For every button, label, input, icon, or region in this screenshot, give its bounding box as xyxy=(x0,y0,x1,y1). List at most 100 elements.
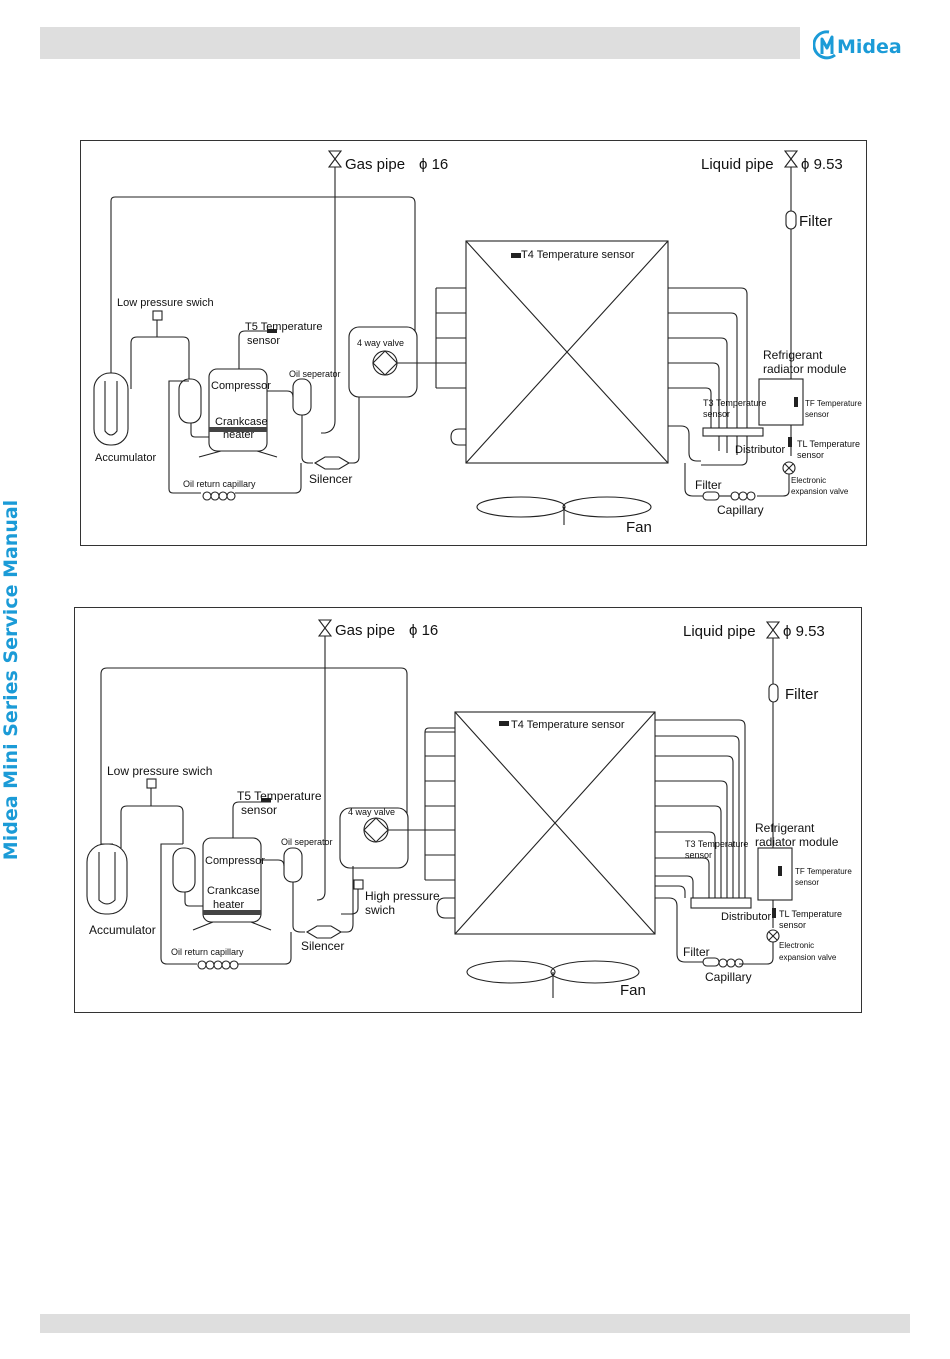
silencer-icon xyxy=(305,925,343,939)
tl-sensor-label-1: TL Temperature xyxy=(797,439,860,449)
four-way-valve-label: 4 way valve xyxy=(348,807,395,817)
low-pressure-switch-icon xyxy=(146,778,157,789)
liquid-valve-icon xyxy=(765,621,781,639)
fan-label: Fan xyxy=(620,982,646,999)
eev-label-1: Electronic xyxy=(779,941,814,950)
t3-sensor-label-2: sensor xyxy=(703,409,730,419)
high-pressure-label-2: swich xyxy=(365,903,395,917)
compressor-label: Compressor xyxy=(205,855,265,867)
oil-return-capillary-icon xyxy=(197,960,239,970)
crankcase-label-1: Crankcase xyxy=(207,885,260,897)
oil-separator-icon xyxy=(283,847,303,883)
t5-sensor-label-2: sensor xyxy=(247,335,280,347)
filter-bottom-icon xyxy=(702,491,720,501)
receiver-icon xyxy=(172,847,196,893)
filter-bottom-label: Filter xyxy=(695,478,722,492)
refrigerant-module-label-1: Refrigerant xyxy=(755,821,815,835)
fan-icon xyxy=(466,960,640,998)
four-way-valve-icon xyxy=(363,817,389,843)
liquid-pipe-size: ϕ 9.53 xyxy=(783,623,825,640)
header-bar xyxy=(40,27,800,59)
gas-pipe-size: ϕ 16 xyxy=(409,622,438,639)
fan-icon xyxy=(476,496,652,525)
tf-sensor-label-2: sensor xyxy=(805,410,829,419)
compressor-icon xyxy=(202,837,262,923)
capillary-icon xyxy=(730,491,756,501)
capillary-label: Capillary xyxy=(717,503,764,517)
eev-label-1: Electronic xyxy=(791,476,826,485)
eev-label-2: expansion valve xyxy=(791,487,849,496)
oil-return-label: Oil return capillary xyxy=(183,479,256,489)
liquid-pipe-size: ϕ 9.53 xyxy=(801,156,843,173)
crankcase-label-2: heater xyxy=(213,899,245,911)
t4-sensor-label: T4 Temperature sensor xyxy=(521,249,635,261)
high-pressure-switch-icon xyxy=(353,879,364,890)
accumulator-label: Accumulator xyxy=(89,923,156,937)
oil-return-label: Oil return capillary xyxy=(171,947,244,957)
expansion-valve-icon xyxy=(766,929,780,943)
silencer-label: Silencer xyxy=(309,472,352,486)
low-pressure-label: Low pressure swich xyxy=(117,297,214,309)
refrigerant-module-label-2: radiator module xyxy=(755,835,839,849)
silencer-label: Silencer xyxy=(301,939,344,953)
four-way-valve-label: 4 way valve xyxy=(357,338,404,348)
tf-sensor-label-1: TF Temperature xyxy=(805,399,862,408)
silencer-icon xyxy=(313,456,351,470)
crankcase-label-1: Crankcase xyxy=(215,416,268,428)
accumulator-label: Accumulator xyxy=(95,452,156,464)
filter-bottom-icon xyxy=(702,957,720,967)
liquid-pipe-label: Liquid pipe xyxy=(683,623,756,640)
filter-top-label: Filter xyxy=(799,213,832,230)
logo-text: Midea xyxy=(837,36,902,58)
t4-sensor-label: T4 Temperature sensor xyxy=(511,719,625,731)
capillary-icon xyxy=(718,958,744,968)
crankcase-heater xyxy=(203,910,261,915)
side-title: Midea Mini Series Service Manual xyxy=(0,499,22,861)
low-pressure-switch-icon xyxy=(152,310,163,321)
distributor-icon xyxy=(702,427,764,437)
distributor-label: Distributor xyxy=(735,444,785,456)
t5-sensor-label-1: T5 Temperature xyxy=(245,321,322,333)
midea-logo: Midea xyxy=(812,24,903,64)
eev-label-2: expansion valve xyxy=(779,953,837,962)
gas-pipe-label: Gas pipe xyxy=(335,622,395,639)
tf-sensor-label-1: TF Temperature xyxy=(795,867,852,876)
compressor-label: Compressor xyxy=(211,380,271,392)
t5-sensor-label-2: sensor xyxy=(241,803,277,817)
tl-sensor-label-1: TL Temperature xyxy=(779,909,842,919)
gas-valve-icon xyxy=(317,619,333,637)
low-pressure-label: Low pressure swich xyxy=(107,764,212,778)
refrigerant-module-label-1: Refrigerant xyxy=(763,348,823,362)
oil-return-capillary-icon xyxy=(202,491,236,501)
capillary-label: Capillary xyxy=(705,970,752,984)
filter-icon xyxy=(785,210,797,230)
gas-valve-icon xyxy=(327,150,343,168)
accumulator-icon xyxy=(93,372,129,446)
tl-sensor-label-2: sensor xyxy=(779,920,806,930)
four-way-valve-icon xyxy=(372,350,398,376)
gas-pipe-size: ϕ 16 xyxy=(419,156,448,173)
filter-icon xyxy=(768,683,779,703)
high-pressure-label-1: High pressure xyxy=(365,889,440,903)
filter-top-label: Filter xyxy=(785,686,818,703)
oil-separator-label: Oil seperator xyxy=(289,369,341,379)
distributor-icon xyxy=(690,897,752,909)
refrigerant-diagram-2: Gas pipe ϕ 16 Liquid pipe ϕ 9.53 Filter … xyxy=(74,607,862,1013)
tf-sensor-label-2: sensor xyxy=(795,878,819,887)
t3-sensor-label-2: sensor xyxy=(685,850,712,860)
expansion-valve-icon xyxy=(782,461,796,475)
footer-bar xyxy=(40,1314,910,1333)
fan-label: Fan xyxy=(626,519,652,536)
oil-separator-label: Oil seperator xyxy=(281,837,333,847)
refrigerant-diagram-1: Gas pipe ϕ 16 Liquid pipe ϕ 9.53 Filter … xyxy=(80,140,867,546)
t5-sensor-label-1: T5 Temperature xyxy=(237,789,322,803)
liquid-pipe-label: Liquid pipe xyxy=(701,156,774,173)
oil-separator-icon xyxy=(292,378,312,416)
accumulator-icon xyxy=(86,843,128,915)
gas-pipe-label: Gas pipe xyxy=(345,156,405,173)
distributor-label: Distributor xyxy=(721,911,771,923)
liquid-valve-icon xyxy=(783,150,799,168)
receiver-icon xyxy=(178,378,202,424)
crankcase-heater xyxy=(209,427,267,432)
refrigerant-module-label-2: radiator module xyxy=(763,362,847,376)
